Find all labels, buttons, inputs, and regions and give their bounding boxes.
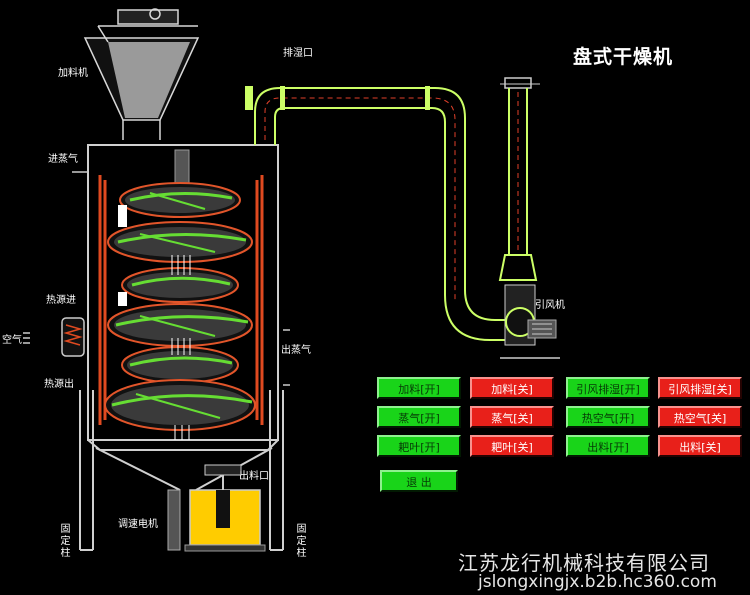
tray-6: [104, 379, 256, 431]
label-fan: 引风机: [535, 300, 565, 311]
fan-exhaust-off-button[interactable]: 引风排湿[关]: [658, 377, 742, 399]
falling-material: [171, 255, 191, 440]
discharge-off-button[interactable]: 出料[关]: [658, 435, 742, 457]
steam-off-button[interactable]: 蒸气[关]: [470, 406, 554, 428]
rake-on-button[interactable]: 耙叶[开]: [377, 435, 461, 457]
label-motor: 调速电机: [118, 519, 158, 530]
label-steam-out: 出蒸气: [281, 345, 311, 356]
drying-trays: [104, 182, 256, 440]
label-heat-out: 热源出: [44, 379, 74, 390]
fan-exhaust-on-button[interactable]: 引风排湿[开]: [566, 377, 650, 399]
discharge-unit: [167, 464, 266, 552]
label-exhaust-port: 排湿口: [283, 48, 313, 59]
heating-columns: [98, 175, 264, 425]
watermark-company: 江苏龙行机械科技有限公司: [458, 551, 710, 575]
tray-4: [107, 303, 253, 347]
exhaust-stack: [498, 77, 540, 281]
induced-fan: [500, 284, 560, 359]
label-feed-machine: 加料机: [58, 68, 88, 79]
label-fixed-column-left: 固定柱: [60, 524, 71, 559]
rake-off-button[interactable]: 耙叶[关]: [470, 435, 554, 457]
exit-button[interactable]: 退 出: [380, 470, 458, 492]
air-heater: [23, 317, 85, 357]
hot-air-on-button[interactable]: 热空气[开]: [566, 406, 650, 428]
exhaust-duct: [245, 86, 510, 341]
label-air: 空气: [2, 335, 22, 346]
hot-air-off-button[interactable]: 热空气[关]: [658, 406, 742, 428]
tray-2: [107, 221, 253, 263]
label-discharge-port: 出料口: [239, 471, 269, 482]
feed-hopper: [83, 8, 200, 140]
steam-pipes: [72, 171, 290, 386]
watermark-url: jslongxingjx.b2b.hc360.com: [478, 572, 717, 592]
steam-on-button[interactable]: 蒸气[开]: [377, 406, 461, 428]
label-fixed-column-right: 固定柱: [296, 524, 307, 559]
tray-5: [121, 346, 239, 384]
label-heat-in: 热源进: [46, 295, 76, 306]
tray-1: [119, 182, 241, 218]
feed-on-button[interactable]: 加料[开]: [377, 377, 461, 399]
discharge-on-button[interactable]: 出料[开]: [566, 435, 650, 457]
page-title: 盘式干燥机: [573, 46, 674, 68]
tray-3: [121, 267, 239, 303]
label-steam-in: 进蒸气: [48, 154, 78, 165]
feed-off-button[interactable]: 加料[关]: [470, 377, 554, 399]
